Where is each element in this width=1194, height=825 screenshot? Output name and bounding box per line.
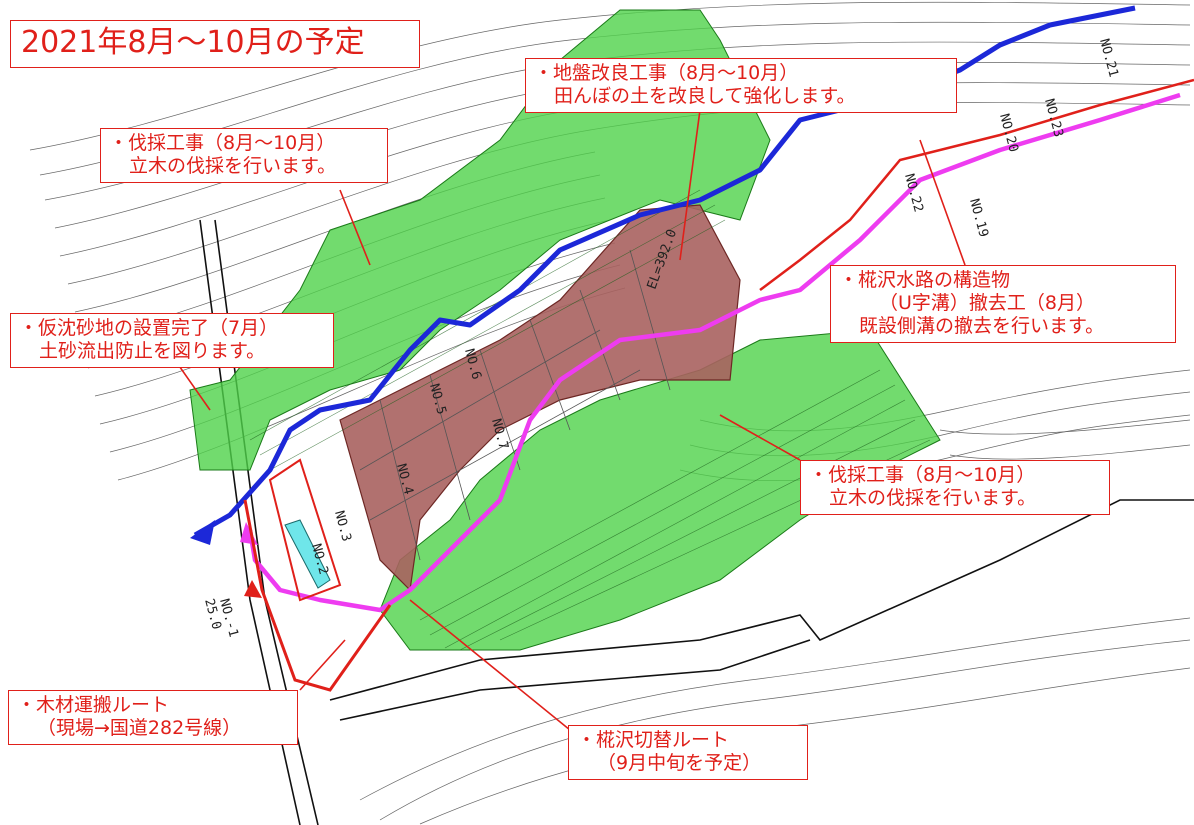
felling-area-upper [189, 9, 771, 471]
callout-switch-route: ・椛沢切替ルート （9月中旬を予定） [568, 725, 808, 780]
callout-felling-right: ・伐採工事（8月～10月） 立木の伐採を行います。 [800, 460, 1110, 515]
callout-line: （現場→国道282号線） [37, 717, 242, 739]
callout-line: ・伐採工事（8月～10月） [109, 132, 336, 154]
callout-line: （9月中旬を予定） [597, 752, 762, 774]
callout-line: ・伐採工事（8月～10月） [809, 464, 1036, 486]
felling-area-lower [379, 329, 941, 651]
callout-line: ・仮沈砂地の設置完了（7月） [19, 317, 279, 339]
callout-sediment-pond: ・仮沈砂地の設置完了（7月） 土砂流出防止を図ります。 [10, 313, 334, 368]
callout-waterway-removal: ・椛沢水路の構造物 （U字溝）撤去工（8月） 既設側溝の撤去を行います。 [830, 265, 1176, 343]
sediment-pond [284, 519, 331, 589]
timber-route-line [243, 499, 392, 692]
felling-area [189, 9, 941, 651]
callout-line: 土砂流出防止を図ります。 [39, 340, 266, 362]
callout-line: ・椛沢切替ルート [577, 729, 730, 751]
callout-line: ・椛沢水路の構造物 [839, 269, 1011, 291]
station-label: NO.21 [1096, 37, 1121, 79]
callout-line: 田んぼの土を改良して強化します。 [554, 85, 856, 107]
station-label: NO.19 [966, 197, 991, 239]
station-label: NO.3 [331, 509, 354, 543]
station-label: NO.20 [996, 112, 1021, 154]
waterway-line [759, 78, 1194, 291]
page-title: 2021年8月～10月の予定 [10, 20, 420, 68]
callout-line: ・木材運搬ルート [17, 694, 170, 716]
callout-line: （U字溝）撤去工（8月） [879, 292, 1095, 314]
switch-route-line [247, 92, 1181, 613]
callout-line: 立木の伐採を行います。 [129, 155, 337, 177]
timber-arrow-icon [244, 580, 262, 598]
callout-felling-top: ・伐採工事（8月～10月） 立木の伐採を行います。 [100, 128, 388, 183]
callout-line: ・地盤改良工事（8月～10月） [534, 62, 799, 84]
callout-line: 既設側溝の撤去を行います。 [859, 315, 1105, 337]
callout-line: 立木の伐採を行います。 [829, 487, 1037, 509]
sediment-pond-outline [268, 458, 342, 602]
callout-ground-improvement: ・地盤改良工事（8月～10月） 田んぼの土を改良して強化します。 [525, 58, 957, 113]
embankment-grid [359, 249, 671, 561]
leader-lines [174, 109, 966, 731]
callout-timber-route: ・木材運搬ルート （現場→国道282号線） [8, 690, 298, 745]
river-arrow-icon [190, 520, 215, 545]
